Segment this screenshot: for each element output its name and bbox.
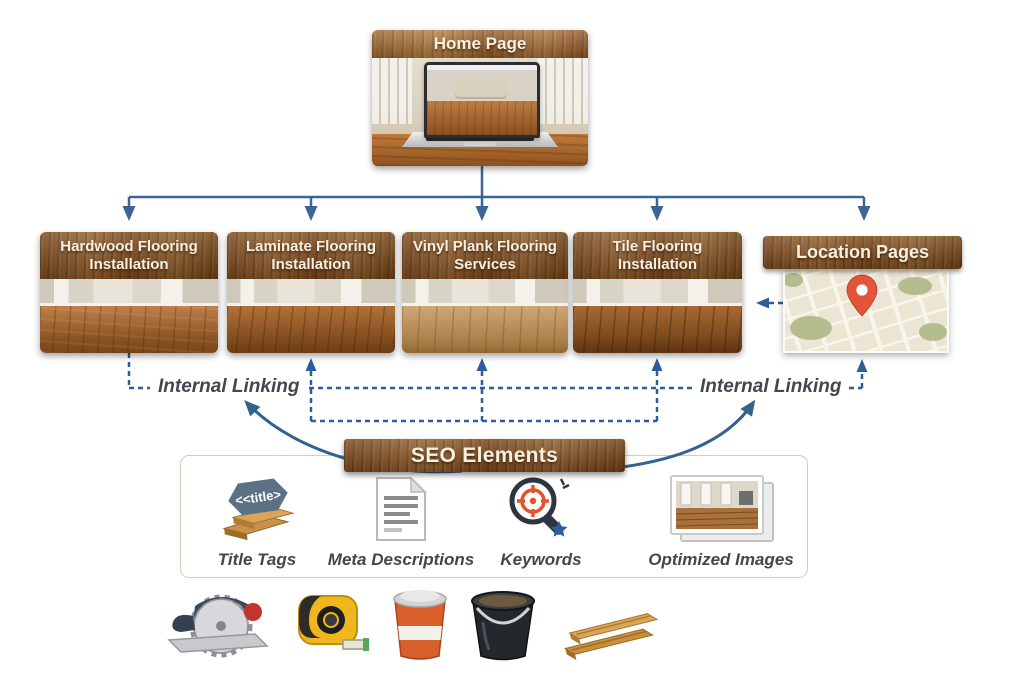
laptop-trackpad [464,142,496,146]
black-bucket-icon [471,591,535,661]
couch [455,81,507,97]
seo-item-optimized-images: Optimized Images [641,472,801,570]
map-pin-icon [846,274,878,317]
page-card-tile: Tile Flooring Installation [573,232,742,353]
laminate-floor-photo [227,279,395,353]
location-pages-title: Location Pages [763,236,962,269]
screen-wood-floor [427,101,537,135]
seo-elements-panel: <<title> Title Tags [180,455,808,578]
page-card-title: Hardwood Flooring Installation [40,232,218,279]
page-card-title: Vinyl Plank Flooring Services [402,232,568,279]
internal-linking-label-left: Internal Linking [150,376,308,398]
seo-item-meta-descriptions: Meta Descriptions [321,472,481,570]
wood-planks-icon [563,613,659,661]
vinyl-floor-photo [402,279,568,353]
seo-elements-title: SEO Elements [344,439,625,472]
laptop-screen [424,62,540,138]
page-card-vinyl: Vinyl Plank Flooring Services [402,232,568,353]
hardwood-floor-photo [40,279,218,353]
paint-bucket-icon [393,590,447,660]
location-map [783,268,949,353]
seo-item-label: Keywords [500,550,582,569]
internal-linking-label-right: Internal Linking [692,376,850,398]
seo-item-label: Meta Descriptions [327,550,475,569]
home-page-title: Home Page [372,30,588,58]
page-card-title: Tile Flooring Installation [573,232,742,279]
star-icon [550,521,568,537]
seo-item-label: Optimized Images [648,550,794,569]
browser-bar [427,65,537,71]
page-card-laminate: Laminate Flooring Installation [227,232,395,353]
home-page-card: Home Page [372,30,588,166]
flooring-tools-row [163,582,659,664]
title-tag-text: <<title> [234,487,282,508]
page-card-hardwood: Hardwood Flooring Installation [40,232,218,353]
page-card-title: Laminate Flooring Installation [227,232,395,279]
tile-floor-photo [573,279,742,353]
seo-item-title-tags: <<title> Title Tags [177,472,337,570]
seo-item-label: Title Tags [217,550,297,569]
map-parks [785,273,947,341]
window-left [372,58,412,124]
circular-saw-icon [167,594,269,658]
home-tree-connector [122,166,871,221]
magnifier-target-icon [509,477,570,537]
tape-measure-icon [298,595,369,651]
window-right [538,58,588,124]
home-laptop-photo [372,58,588,166]
document-icon [376,476,427,541]
photo-stack-icon [670,475,774,542]
title-tag-icon: <<title> [222,478,295,541]
seo-item-keywords: Keywords [461,472,621,570]
